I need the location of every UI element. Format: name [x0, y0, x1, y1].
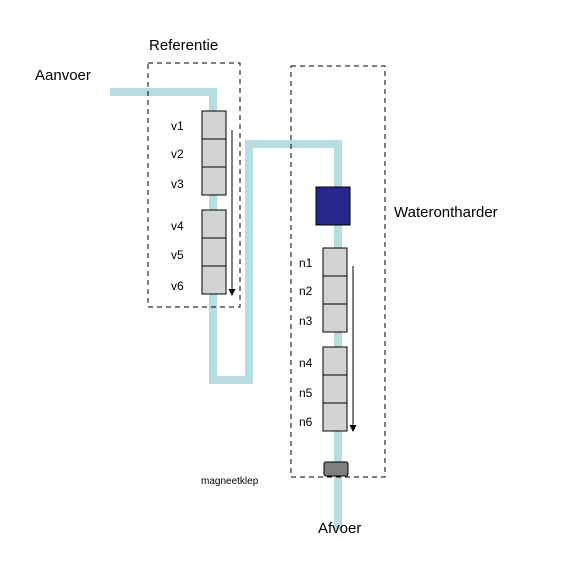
reference-cell-v5: [201, 237, 227, 267]
reference-sample-label: v1: [171, 119, 184, 133]
softened-cell-n6: [322, 402, 348, 432]
magneetklep-valve: [323, 461, 349, 477]
softened-sample-label: n1: [299, 256, 313, 270]
softened-sample-label: n4: [299, 356, 313, 370]
softened-sample-label: n5: [299, 386, 313, 400]
reference-cell-group-top: [201, 110, 227, 196]
softened-cell-n2: [322, 275, 348, 305]
afvoer-label: Afvoer: [318, 520, 361, 537]
reference-sample-label: v4: [171, 219, 184, 233]
reference-sample-label: v3: [171, 177, 184, 191]
softened-cell-n1: [322, 247, 348, 277]
softened-sample-label: n2: [299, 284, 313, 298]
reference-cell-v6: [201, 265, 227, 295]
softened-cell-n5: [322, 374, 348, 404]
referentie-box: [147, 62, 241, 308]
reference-cell-v2: [201, 138, 227, 168]
softened-sample-label: n6: [299, 415, 313, 429]
reference-cell-v1: [201, 110, 227, 140]
waterontharder-block: [315, 186, 351, 226]
referentie-label: Referentie: [149, 37, 218, 54]
aanvoer-label: Aanvoer: [35, 67, 91, 84]
magneetklep-label: magneetklep: [201, 476, 259, 487]
reference-sample-label: v5: [171, 248, 184, 262]
waterontharder-box: [290, 65, 386, 478]
softened-cell-n3: [322, 303, 348, 333]
softened-sample-label: n3: [299, 314, 313, 328]
reference-cell-v3: [201, 166, 227, 196]
reference-cell-group-bottom: [201, 209, 227, 295]
reference-cell-v4: [201, 209, 227, 239]
water-pipe: [110, 88, 342, 530]
softened-cell-n4: [322, 346, 348, 376]
reference-sample-label: v2: [171, 147, 184, 161]
softened-cell-group-top: [322, 247, 348, 333]
waterontharder-label: Waterontharder: [394, 204, 498, 221]
softened-flow-arrowhead: [349, 425, 357, 432]
reference-flow-arrowhead: [228, 289, 236, 296]
reference-sample-label: v6: [171, 279, 184, 293]
softened-cell-group-bottom: [322, 346, 348, 432]
